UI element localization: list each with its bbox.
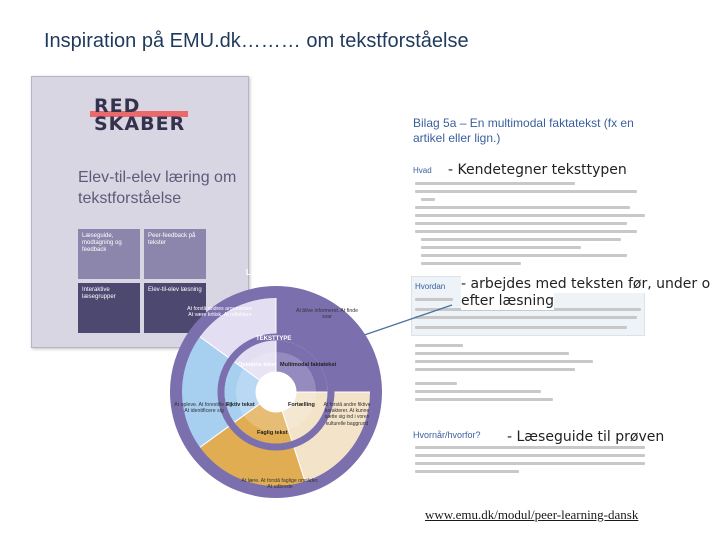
- section-hvordan: Hvordan: [415, 282, 446, 291]
- cover-tile: Læseguide, modtagning og feedback: [78, 229, 140, 279]
- inner-label-fiktiv: Fiktiv tekst: [226, 402, 255, 408]
- logo-text-bottom: SKABER: [94, 113, 186, 135]
- inner-label-multimodal: Multimodal faktatekst: [280, 362, 336, 368]
- slide-title: Inspiration på EMU.dk……… om tekstforståe…: [44, 30, 469, 52]
- inner-label-fortaelling: Fortælling: [288, 402, 315, 408]
- text-line: [415, 470, 519, 473]
- inner-label-faglig: Faglig tekst: [257, 430, 288, 436]
- outer-text-fortaelling: At forstå andre fiktive karakterer. At k…: [323, 402, 371, 427]
- logo-text-top: RED: [94, 95, 141, 117]
- text-line: [415, 352, 569, 355]
- callout-arbejdes-line2: efter læsning: [461, 293, 555, 310]
- text-line: [415, 190, 637, 193]
- cover-tile: Peer-feedback på tekster: [144, 229, 206, 279]
- emu-link[interactable]: www.emu.dk/modul/peer-learning-dansk: [425, 507, 639, 522]
- text-line: [415, 398, 553, 401]
- text-line: [415, 222, 627, 225]
- text-line: [415, 206, 630, 209]
- text-line: [415, 390, 541, 393]
- section-hvorfor: Hvornår/hvorfor?: [413, 430, 481, 440]
- text-line: [415, 446, 645, 449]
- callout-arbejdes-line1: - arbejdes med teksten før, under o: [461, 276, 720, 293]
- logo-bar: [90, 111, 188, 117]
- text-line: [415, 214, 645, 217]
- inner-ring-label: TEKSTTYPE: [256, 336, 291, 342]
- text-line: [415, 360, 593, 363]
- text-line: [421, 246, 581, 249]
- text-line: [415, 344, 463, 347]
- text-line: [415, 298, 453, 301]
- document-title: Bilag 5a – En multimodal faktatekst (fx …: [413, 116, 634, 145]
- callout-kendetegn: - Kendetegner teksttypen: [448, 162, 627, 179]
- cover-thumbnail[interactable]: RED SKABER Elev-til-elev læring om tekst…: [31, 76, 249, 348]
- outer-ring-label: LÆSEFORMÅL: [246, 268, 304, 277]
- section-hvad: Hvad: [413, 166, 432, 175]
- text-line: [415, 326, 627, 329]
- text-line: [415, 368, 575, 371]
- text-line: [415, 182, 575, 185]
- callout-laeseguide: - Læseguide til prøven: [507, 429, 665, 446]
- outer-text-fiktiv: At opleve. At forestille sig. At identif…: [174, 402, 234, 415]
- text-line: [421, 254, 627, 257]
- text-line: [415, 230, 637, 233]
- text-line: [415, 382, 457, 385]
- cover-tile: Interaktive læsegrupper: [78, 283, 140, 333]
- text-line: [415, 316, 637, 319]
- inner-label-opinion: Opinions tekst: [238, 362, 276, 368]
- text-line: [421, 262, 521, 265]
- text-line: [421, 238, 621, 241]
- text-line: [415, 454, 645, 457]
- outer-text-opinion: At forstå andres argumenter. At være kri…: [187, 306, 253, 319]
- text-line: [415, 462, 645, 465]
- cover-title: Elev-til-elev læring om tekstforståelse: [78, 169, 237, 207]
- text-line: [421, 198, 435, 201]
- outer-text-multimodal: At blive informeret. At finde svar: [296, 308, 358, 321]
- outer-text-faglig: At lære. At forstå faglige områder. At u…: [241, 478, 319, 491]
- text-type-wheel: LÆSEFORMÅL TEKSTTYPE Opinions tekst Mult…: [170, 268, 382, 498]
